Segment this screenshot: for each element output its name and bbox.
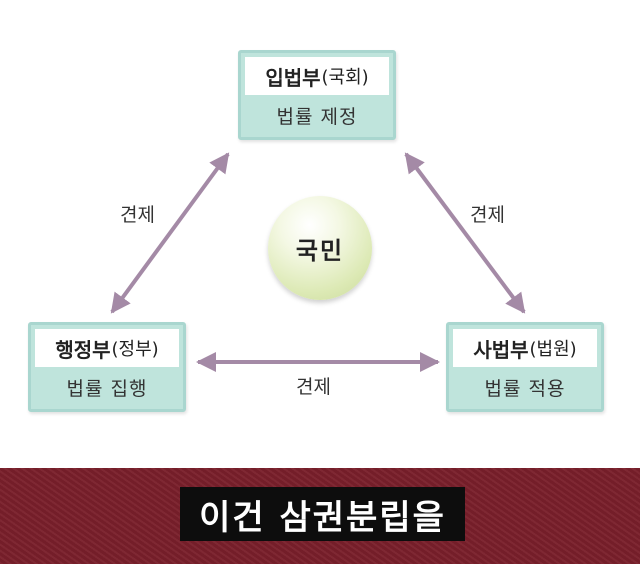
legislative-box: 입법부(국회) 법률 제정 (238, 50, 396, 140)
legislative-sub: (국회) (321, 67, 369, 88)
executive-box: 행정부(정부) 법률 집행 (28, 322, 186, 412)
executive-name: 행정부 (55, 337, 111, 362)
check-label-left: 견제 (120, 204, 155, 226)
subtitle-caption: 이건 삼권분립을 (180, 487, 465, 541)
check-label-bottom: 견제 (296, 376, 331, 398)
executive-sub: (정부) (111, 339, 159, 360)
judicial-box: 사법부(법원) 법률 적용 (446, 322, 604, 412)
check-label-right: 견제 (470, 204, 505, 226)
executive-role: 법률 집행 (66, 377, 148, 400)
people-label: 국민 (295, 236, 345, 265)
arrow-legislative-executive (110, 152, 230, 314)
legislative-role: 법률 제정 (276, 105, 358, 128)
legislative-name: 입법부 (265, 65, 321, 90)
arrow-legislative-judicial (404, 152, 526, 314)
executive-header: 행정부(정부) (35, 329, 179, 367)
separation-of-powers-diagram: 입법부(국회) 법률 제정 행정부(정부) 법률 집행 사법부(법원) 법률 적… (28, 50, 604, 412)
judicial-name: 사법부 (473, 337, 529, 362)
people-circle: 국민 (268, 196, 372, 300)
judicial-sub: (법원) (529, 339, 577, 360)
judicial-role: 법률 적용 (484, 377, 566, 400)
arrows-layer (110, 152, 526, 372)
judicial-header: 사법부(법원) (453, 329, 597, 367)
legislative-header: 입법부(국회) (245, 57, 389, 95)
